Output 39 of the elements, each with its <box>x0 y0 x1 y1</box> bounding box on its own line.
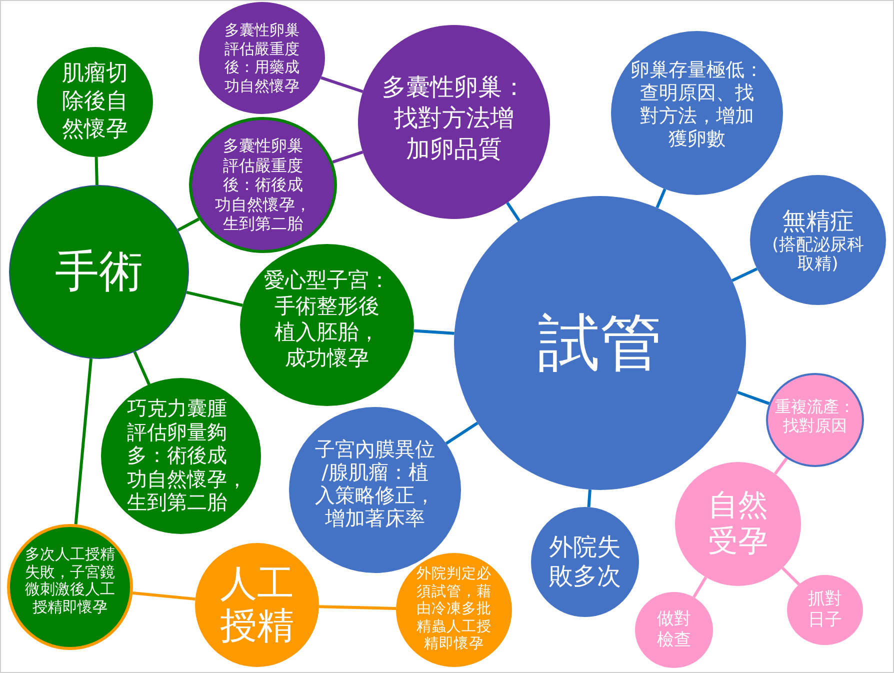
topic-label: 人工授精 <box>220 563 294 647</box>
connector-line <box>692 576 708 598</box>
connector-line <box>732 267 758 282</box>
connector-line <box>177 218 200 232</box>
detail-text: 重複流產：找對原因 <box>775 397 855 435</box>
connector-line <box>133 351 150 386</box>
detail-text: 做對檢查 <box>657 609 691 651</box>
detail-text: 卵巢存量極低：查明原因、找對方法，增加獲卵數 <box>630 59 764 151</box>
connector-line <box>506 202 520 222</box>
connector-line <box>414 329 454 335</box>
connector-line <box>587 490 592 508</box>
detail-text: 外院判定必須試管，藉由冷凍多批精蟲人工授精即懷孕 <box>416 566 492 654</box>
connector-line <box>781 566 800 586</box>
detail-text: 外院失敗多次 <box>549 533 621 591</box>
connector-line <box>320 76 364 94</box>
topic-label: 手術 <box>55 247 143 297</box>
detail-text: 愛心型子宮：手術整形後植入胚胎，成功懷孕 <box>264 267 390 371</box>
detail-text: 抓對日子 <box>808 589 842 631</box>
connector-line <box>656 188 666 208</box>
detail-text: 多次人工授精失敗，子宮鏡微刺激後人工授精即懷孕 <box>25 546 115 616</box>
topic-label: 多囊性卵巢：找對方法增加卵品質 <box>382 72 526 164</box>
detail-text: 巧克力囊腫評估卵量夠多：術後成功自然懷孕，生到第二胎 <box>127 397 247 515</box>
connector-line <box>74 358 93 524</box>
detail-text: 無精症 <box>782 206 854 236</box>
topic-label: 試管 <box>538 308 662 378</box>
connector-line <box>94 156 98 186</box>
connector-line <box>774 457 788 475</box>
topic-label: 自然受孕 <box>708 488 768 560</box>
detail-text: 肌瘤切除後自然懷孕 <box>62 60 128 144</box>
connector-line <box>186 290 243 307</box>
connector-line <box>332 150 364 164</box>
detail-text: (搭配泌尿科取精) <box>772 236 864 274</box>
connector-line <box>737 390 770 405</box>
detail-text: 多囊性卵巢評估嚴重度後：用藥成功自然懷孕 <box>224 21 300 95</box>
connector-line <box>445 422 478 445</box>
detail-text: 多囊性卵巢評估嚴重度後：術後成功自然懷孕，生到第二胎 <box>215 136 311 234</box>
connector-line <box>132 592 196 601</box>
detail-text: 子宮內膜異位/腺肌瘤：植入策略修正，增加著床率 <box>315 438 435 530</box>
connector-line <box>318 605 396 610</box>
